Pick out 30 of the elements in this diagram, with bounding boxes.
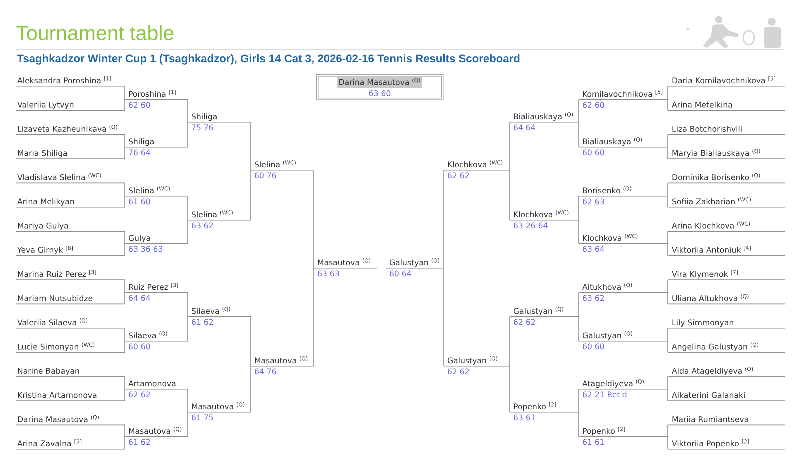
bracket-line xyxy=(124,100,126,111)
bracket-line xyxy=(578,100,580,123)
bracket-line xyxy=(124,280,126,294)
bracket-line xyxy=(124,389,126,402)
bracket-line xyxy=(124,182,126,197)
bracket-line xyxy=(124,341,126,353)
subtitle: Tsaghkadzor Winter Cup 1 (Tsaghkadzor), Girls 14 Cat 3, 2026-02-16 Tennis Results Scoreboard xyxy=(17,54,520,65)
bracket-line xyxy=(124,86,126,100)
bracket-line xyxy=(578,220,580,244)
bracket-line xyxy=(124,134,126,148)
bracket-line xyxy=(124,436,126,450)
title: Tournament table xyxy=(16,25,174,40)
bracket-line xyxy=(124,243,126,256)
bracket-line xyxy=(124,424,126,438)
bracket-line xyxy=(250,170,252,221)
bracket-line xyxy=(578,122,580,148)
bracket-line xyxy=(124,328,126,342)
bracket-line xyxy=(578,412,580,438)
bracket-line xyxy=(578,389,580,413)
bracket-line xyxy=(124,292,126,305)
bracket-line xyxy=(124,231,126,244)
bracket-line xyxy=(124,376,126,390)
bracket-line xyxy=(578,292,580,318)
bracket-line xyxy=(578,196,580,221)
bracket-line xyxy=(250,122,252,171)
bracket-line xyxy=(124,196,126,208)
bracket-line xyxy=(250,316,252,367)
bracket-line xyxy=(250,366,252,413)
bracket-line xyxy=(578,316,580,342)
bracket-line xyxy=(124,147,126,160)
